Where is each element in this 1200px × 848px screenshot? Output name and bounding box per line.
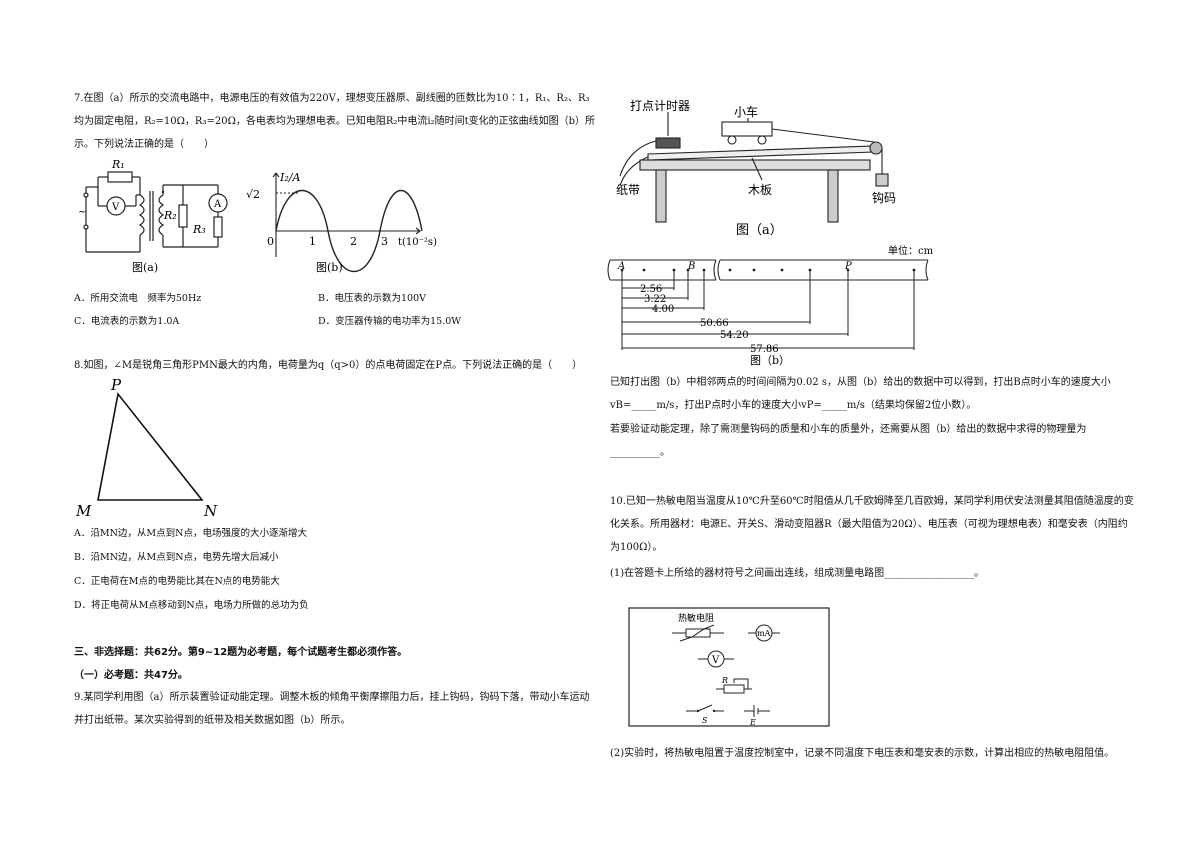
q10-paragraph-2: (2)实验时，将热敏电阻置于温度控制室中，记录不同温度下电压表和毫安表的示数，计… [610,748,1115,759]
q9-board-label: 木板 [748,183,772,197]
q8-option-b: B．沿MN边，从M点到N点，电势先增大后减小 [74,552,279,563]
q8-option-a: A．沿MN边，从M点到N点，电场强度的大小逐渐增大 [74,528,307,539]
q7-figure-b: I₂/A √2 0 1 2 3 t(10⁻²s) 图(b) [246,171,437,274]
q9-dim-3: 4.00 [652,304,674,315]
q7-fig-a-caption: 图(a) [132,261,158,274]
q9-point-b: B [687,261,695,272]
q8-label-m: M [75,502,92,520]
q7-a-label: A [213,199,222,210]
q9-cart-label: 小车 [734,104,758,119]
q9-fig-b-caption: 图（b） [750,354,790,366]
section-3-subheading: （一）必考题：共47分。 [74,670,188,681]
q10-ma-label: mA [757,629,771,638]
q7-option-d: D．变压器传输的电功率为15.0W [318,316,462,327]
q10-text: 10.已知一热敏电阻当温度从10℃升至60℃时阻值从几千欧姆降至几百欧姆，某同学… [610,496,1134,553]
q7-r3-label: R₃ [192,223,206,236]
q10-thermistor-label: 热敏电阻 [678,612,714,624]
q9-fig-a-caption: 图（a） [736,223,783,238]
q7-r2-label: R₂ [163,209,177,222]
q8-label-p: P [110,376,122,394]
q9-dim-5: 54.20 [720,330,749,341]
q7-figure-a: R₁ V ~ R₂ A R₃ 图(a) [78,158,228,274]
q9-dim-4: 50.66 [700,318,729,329]
q9-point-p: P [844,261,852,272]
q7-ymax-label: √2 [246,188,260,201]
q7-option-a: A．所用交流电 频率为50Hz [74,293,202,304]
section-3-heading: 三、非选择题：共62分。第9~12题为必考题，每个试题考生都必须作答。 [74,647,408,658]
q7-r1-label: R₁ [111,158,125,171]
q9-weight-label: 钩码 [872,191,896,205]
q10-e-label: E [749,718,756,727]
q9-timer-label: 打点计时器 [630,99,690,113]
q7-tick-2: 2 [350,235,357,248]
q8-text: 8.如图，∠M是锐角三角形PMN最大的内角，电荷量为q（q>0）的点电荷固定在P… [74,360,583,371]
q9-apparatus-figure: 打点计时器 小车 纸带 木板 钩码 图（a） [616,99,896,238]
q9-tape-figure: 单位：cm A B P 2.56 3.22 4.00 50.66 54.2 [607,244,934,366]
q9-paragraph-1: 已知打出图（b）中相邻两点的时间间隔为0.02 s，从图（b）给出的数据中可以得… [610,377,1111,411]
q7-tick-0: 0 [267,235,274,248]
q10-s-label: S [702,716,708,725]
q9-dim-1: 2.56 [640,284,662,295]
q9-point-a: A [617,261,625,272]
q7-tick-1: 1 [309,235,316,248]
q9-dim-2: 3.22 [644,294,666,305]
q8-triangle-figure: P M N [75,376,218,520]
q9-tape-label: 纸带 [616,183,640,197]
q10-r-label: R [721,676,728,685]
q8-label-n: N [203,502,218,520]
q10-v-label: V [711,655,720,666]
q7-tick-3: 3 [381,235,388,248]
q9-paragraph-2: 若要验证动能定理，除了需测量钩码的质量和小车的质量外，还需要从图（b）给出的数据… [610,424,1087,458]
q10-components-box: 热敏电阻 mA V R S E [628,607,830,727]
q9-dim-6: 57.86 [750,344,779,355]
q10-paragraph-1: (1)在答题卡上所给的器材符号之间画出连线，组成测量电路图___________… [610,568,985,579]
q9-unit-label: 单位：cm [888,244,934,257]
q7-axis-y-label: I₂/A [279,171,300,184]
q8-option-c: C．正电荷在M点的电势能比其在N点的电势能大 [74,576,280,587]
q7-fig-b-caption: 图(b) [316,261,343,274]
q7-option-c: C．电流表的示数为1.0A [74,316,180,327]
q9-text: 9.某同学利用图（a）所示装置验证动能定理。调整木板的倾角平衡摩擦阻力后，挂上钩… [74,692,590,726]
q8-option-d: D．将正电荷从M点移动到N点，电场力所做的总功为负 [74,600,309,611]
q7-axis-x-label: t(10⁻²s) [398,237,437,248]
q7-v-label: V [111,202,120,213]
q7-option-b: B．电压表的示数为100V [318,293,426,304]
q7-text: 7.在图（a）所示的交流电路中，电源电压的有效值为220V，理想变压器原、副线圈… [74,93,596,150]
q7-src-label: ~ [78,207,86,218]
